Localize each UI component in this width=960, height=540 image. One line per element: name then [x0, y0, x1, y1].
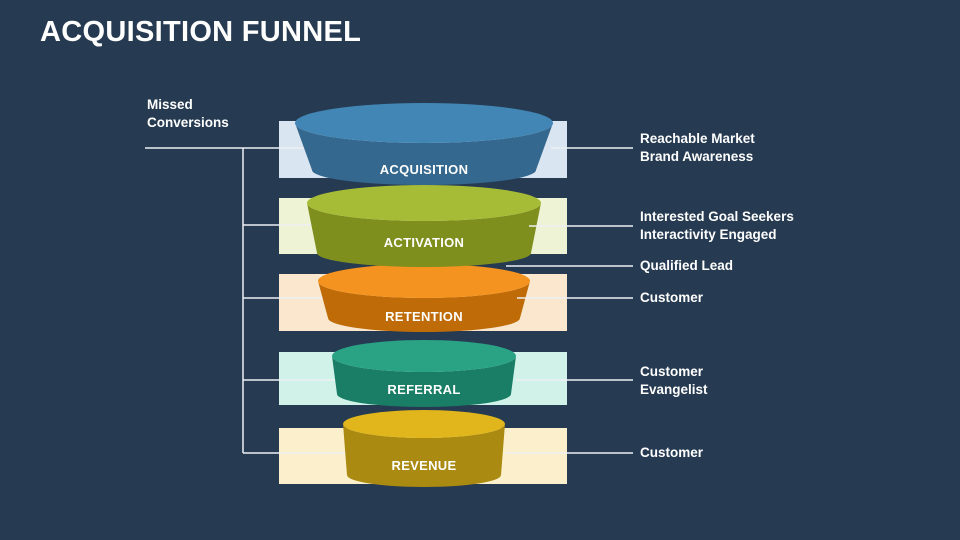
annotation-line: Interested Goal Seekers: [640, 209, 794, 224]
annotation-line: Interactivity Engaged: [640, 227, 777, 242]
stage-label-retention: RETENTION: [385, 309, 463, 324]
annotation-line: Qualified Lead: [640, 258, 734, 273]
annotation-qualified-lead: Qualified Lead: [640, 257, 870, 275]
annotation-line: Evangelist: [640, 382, 708, 397]
stage-label-referral: REFERRAL: [387, 382, 461, 397]
stage-label-acquisition: ACQUISITION: [379, 162, 469, 177]
annotation-customer-retention: Customer: [640, 289, 870, 307]
annotation-line: Customer: [640, 445, 704, 460]
retention-drum-body: [318, 281, 530, 332]
retention-drum-top: [318, 264, 530, 298]
annotation-line: Customer: [640, 364, 704, 379]
annotation-line: Customer: [640, 290, 704, 305]
annotation-reachable-market: Reachable Market Brand Awareness: [640, 130, 870, 166]
revenue-drum-body: [343, 424, 505, 487]
funnel-stage-referral: [332, 340, 516, 407]
revenue-drum-top: [343, 410, 505, 438]
activation-drum-top: [307, 185, 541, 221]
stage-label-activation: ACTIVATION: [383, 235, 465, 250]
funnel-stage-revenue: [343, 410, 505, 487]
annotation-line: Missed: [147, 97, 193, 112]
acquisition-drum-body: [295, 123, 553, 185]
acquisition-drum-top: [295, 103, 553, 143]
annotation-customer-evangelist: Customer Evangelist: [640, 363, 870, 399]
annotation-interested-goal-seekers: Interested Goal Seekers Interactivity En…: [640, 208, 870, 244]
annotation-missed-conversions: Missed Conversions: [147, 96, 277, 132]
page-title: ACQUISITION FUNNEL: [40, 16, 362, 48]
connector-lines-front: [505, 147, 633, 454]
referral-drum-body: [332, 356, 516, 407]
funnel-stage-acquisition: [295, 103, 553, 185]
funnel-stage-retention: [318, 264, 530, 332]
referral-drum-top: [332, 340, 516, 372]
activation-drum-body: [307, 203, 541, 267]
annotation-line: Brand Awareness: [640, 149, 754, 164]
annotation-line: Reachable Market: [640, 131, 755, 146]
annotation-line: Conversions: [147, 115, 229, 130]
annotation-customer-revenue: Customer: [640, 444, 870, 462]
funnel-stage-activation: [307, 185, 541, 267]
stage-label-revenue: REVENUE: [391, 458, 457, 473]
